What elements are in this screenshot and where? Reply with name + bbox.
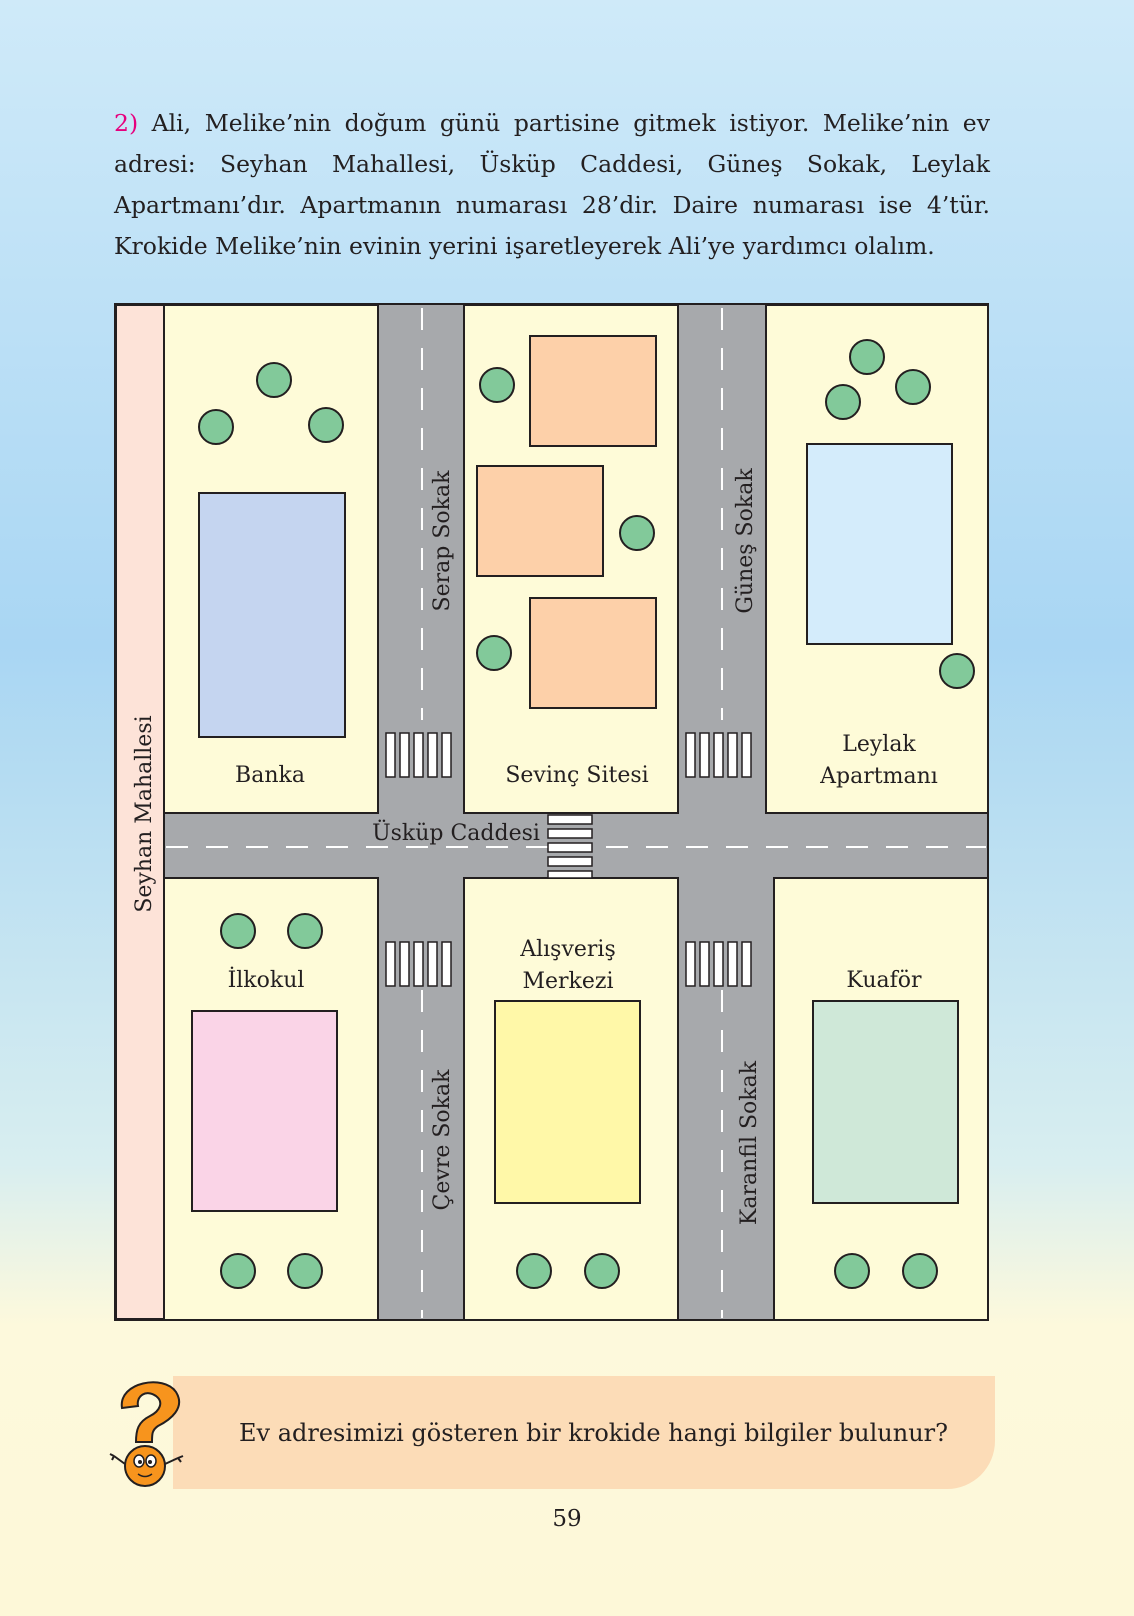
- tree-icon: [198, 409, 234, 445]
- label-sevinc: Sevinç Sitesi: [505, 763, 648, 788]
- label-main-street: Üsküp Caddesi: [372, 819, 540, 846]
- label-school: İlkokul: [228, 966, 305, 993]
- label-street-serap: Serap Sokak: [430, 470, 455, 612]
- tree-icon: [584, 1253, 620, 1289]
- label-street-karanfil: Karanfil Sokak: [737, 1060, 762, 1225]
- tree-icon: [287, 913, 323, 949]
- label-neighborhood: Seyhan Mahallesi: [132, 715, 157, 912]
- tree-icon: [902, 1253, 938, 1289]
- label-mall-line2: Merkezi: [522, 969, 613, 994]
- question-text: Ali, Melike’nin doğum günü partisine git…: [114, 109, 990, 260]
- label-street-cevre: Çevre Sokak: [430, 1069, 455, 1211]
- tree-icon: [834, 1253, 870, 1289]
- tree-icon: [516, 1253, 552, 1289]
- label-street-gunes: Güneş Sokak: [733, 468, 758, 614]
- question-mark-mascot-icon: [109, 1381, 184, 1487]
- bank-building: [198, 492, 346, 738]
- tree-icon: [220, 913, 256, 949]
- leylak-building: [806, 443, 953, 645]
- question-number: 2): [114, 109, 139, 137]
- tree-icon: [479, 367, 515, 403]
- tree-icon: [895, 369, 931, 405]
- tree-icon: [619, 515, 655, 551]
- crosswalk: [547, 814, 593, 879]
- hairdresser-building: [812, 1000, 959, 1204]
- tree-icon: [849, 339, 885, 375]
- tree-icon: [220, 1253, 256, 1289]
- house-building: [476, 465, 604, 577]
- prompt-text: Ev adresimizi gösteren bir krokide hangi…: [239, 1419, 949, 1447]
- crosswalk: [685, 941, 752, 987]
- label-bank: Banka: [235, 763, 305, 788]
- tree-icon: [939, 653, 975, 689]
- question-paragraph: 2) Ali, Melike’nin doğum günü partisine …: [114, 103, 990, 267]
- label-hairdresser: Kuaför: [846, 968, 922, 993]
- mall-building: [494, 1000, 641, 1204]
- crosswalk: [385, 941, 452, 987]
- label-leylak-line1: Leylak: [842, 732, 916, 757]
- tree-icon: [476, 635, 512, 671]
- house-building: [529, 335, 657, 447]
- tree-icon: [256, 362, 292, 398]
- tree-icon: [287, 1253, 323, 1289]
- crosswalk: [685, 732, 752, 778]
- page-number: 59: [552, 1506, 582, 1532]
- house-building: [529, 597, 657, 709]
- tree-icon: [825, 384, 861, 420]
- prompt-bubble: [173, 1376, 995, 1489]
- school-building: [191, 1010, 338, 1212]
- tree-icon: [308, 407, 344, 443]
- label-leylak-line2: Apartmanı: [819, 764, 938, 789]
- label-mall-line1: Alışveriş: [519, 937, 616, 962]
- crosswalk: [385, 732, 452, 778]
